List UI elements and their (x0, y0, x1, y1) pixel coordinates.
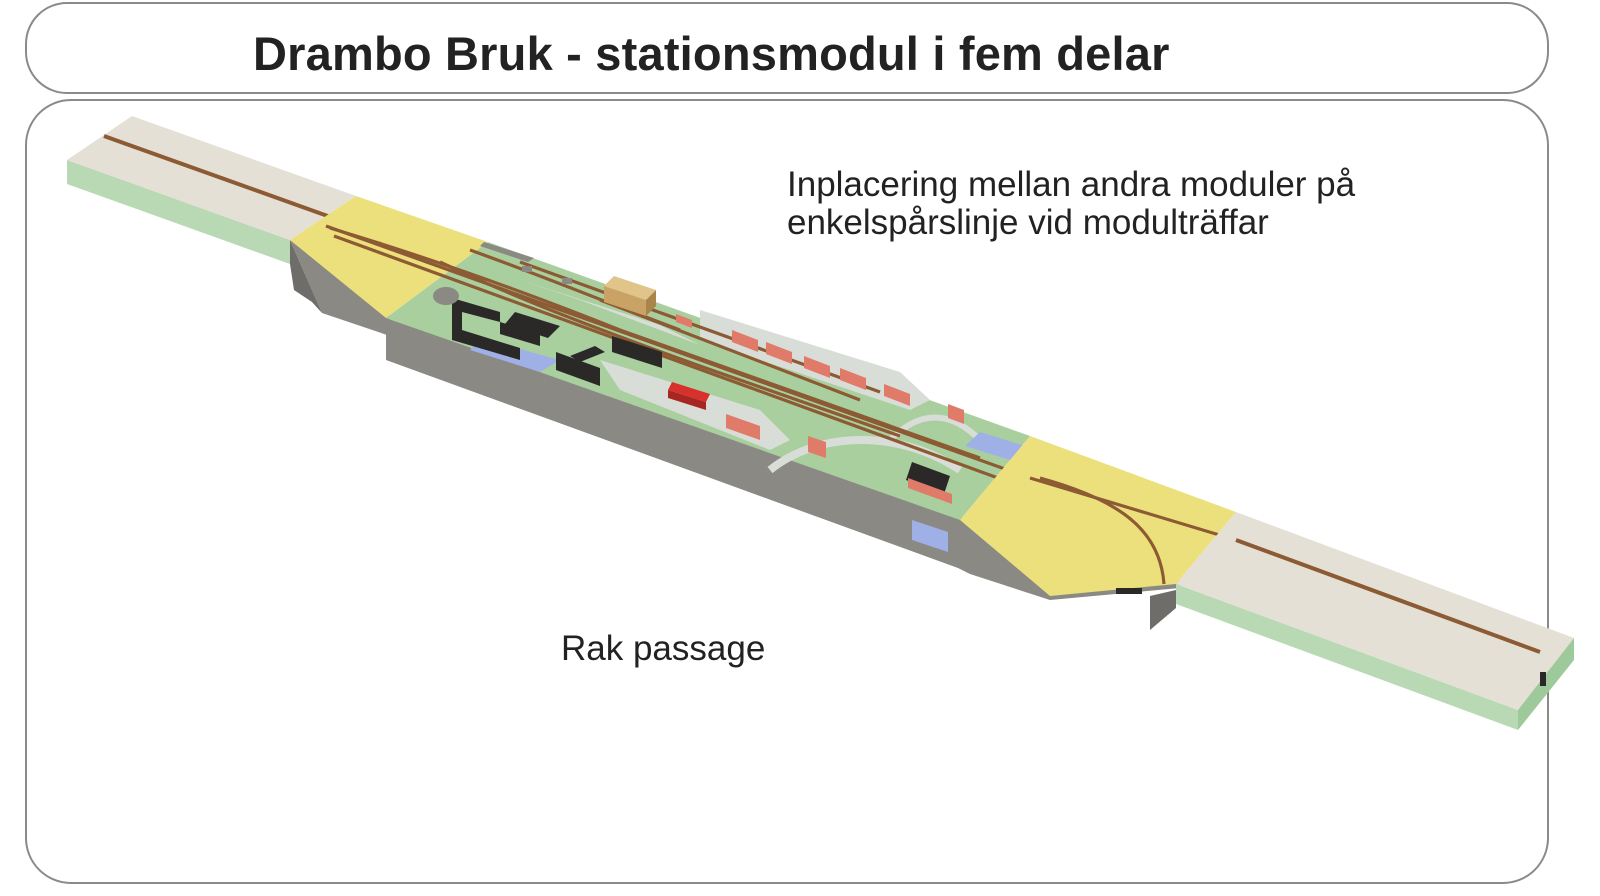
left-end-module (67, 116, 356, 264)
road (700, 310, 930, 410)
right-end-module-front (1176, 584, 1518, 730)
left-transition-side (290, 240, 390, 336)
water-area (965, 432, 1025, 460)
water-area (912, 520, 948, 552)
station-module-top (386, 242, 1030, 520)
left-transition-leg (290, 240, 322, 313)
page-title: Drambo Bruk - stationsmodul i fem delar (253, 27, 1170, 80)
storage-tank (433, 287, 459, 305)
right-end-module (1176, 512, 1574, 730)
title-frame: Drambo Bruk - stationsmodul i fem delar (25, 2, 1549, 94)
placement-caption-line2: enkelspårslinje vid modulträffar (787, 203, 1269, 242)
station-module-front (386, 318, 970, 574)
right-transition-top (960, 436, 1236, 596)
connector-slot (1116, 588, 1142, 594)
placement-caption: Inplacering mellan andra moduler på enke… (787, 166, 1355, 242)
right-transition-leg (1150, 590, 1176, 630)
right-transition-side (960, 520, 1180, 600)
warehouse-building (604, 276, 656, 316)
right-end-module-top (1176, 512, 1574, 710)
right-transition-module (960, 436, 1237, 630)
left-end-module-front (67, 160, 290, 264)
small-structures (480, 242, 572, 284)
station-module (325, 224, 1031, 574)
residential-houses (676, 314, 964, 504)
factory-buildings (452, 298, 950, 494)
placement-caption-line1: Inplacering mellan andra moduler på (787, 165, 1356, 204)
station-house-red (668, 382, 710, 410)
right-end-track (1235, 538, 1541, 654)
right-transition-tracks (1029, 476, 1237, 585)
connector-slot (1540, 672, 1546, 686)
straight-passage-caption: Rak passage (561, 629, 766, 668)
left-end-track (103, 134, 337, 221)
